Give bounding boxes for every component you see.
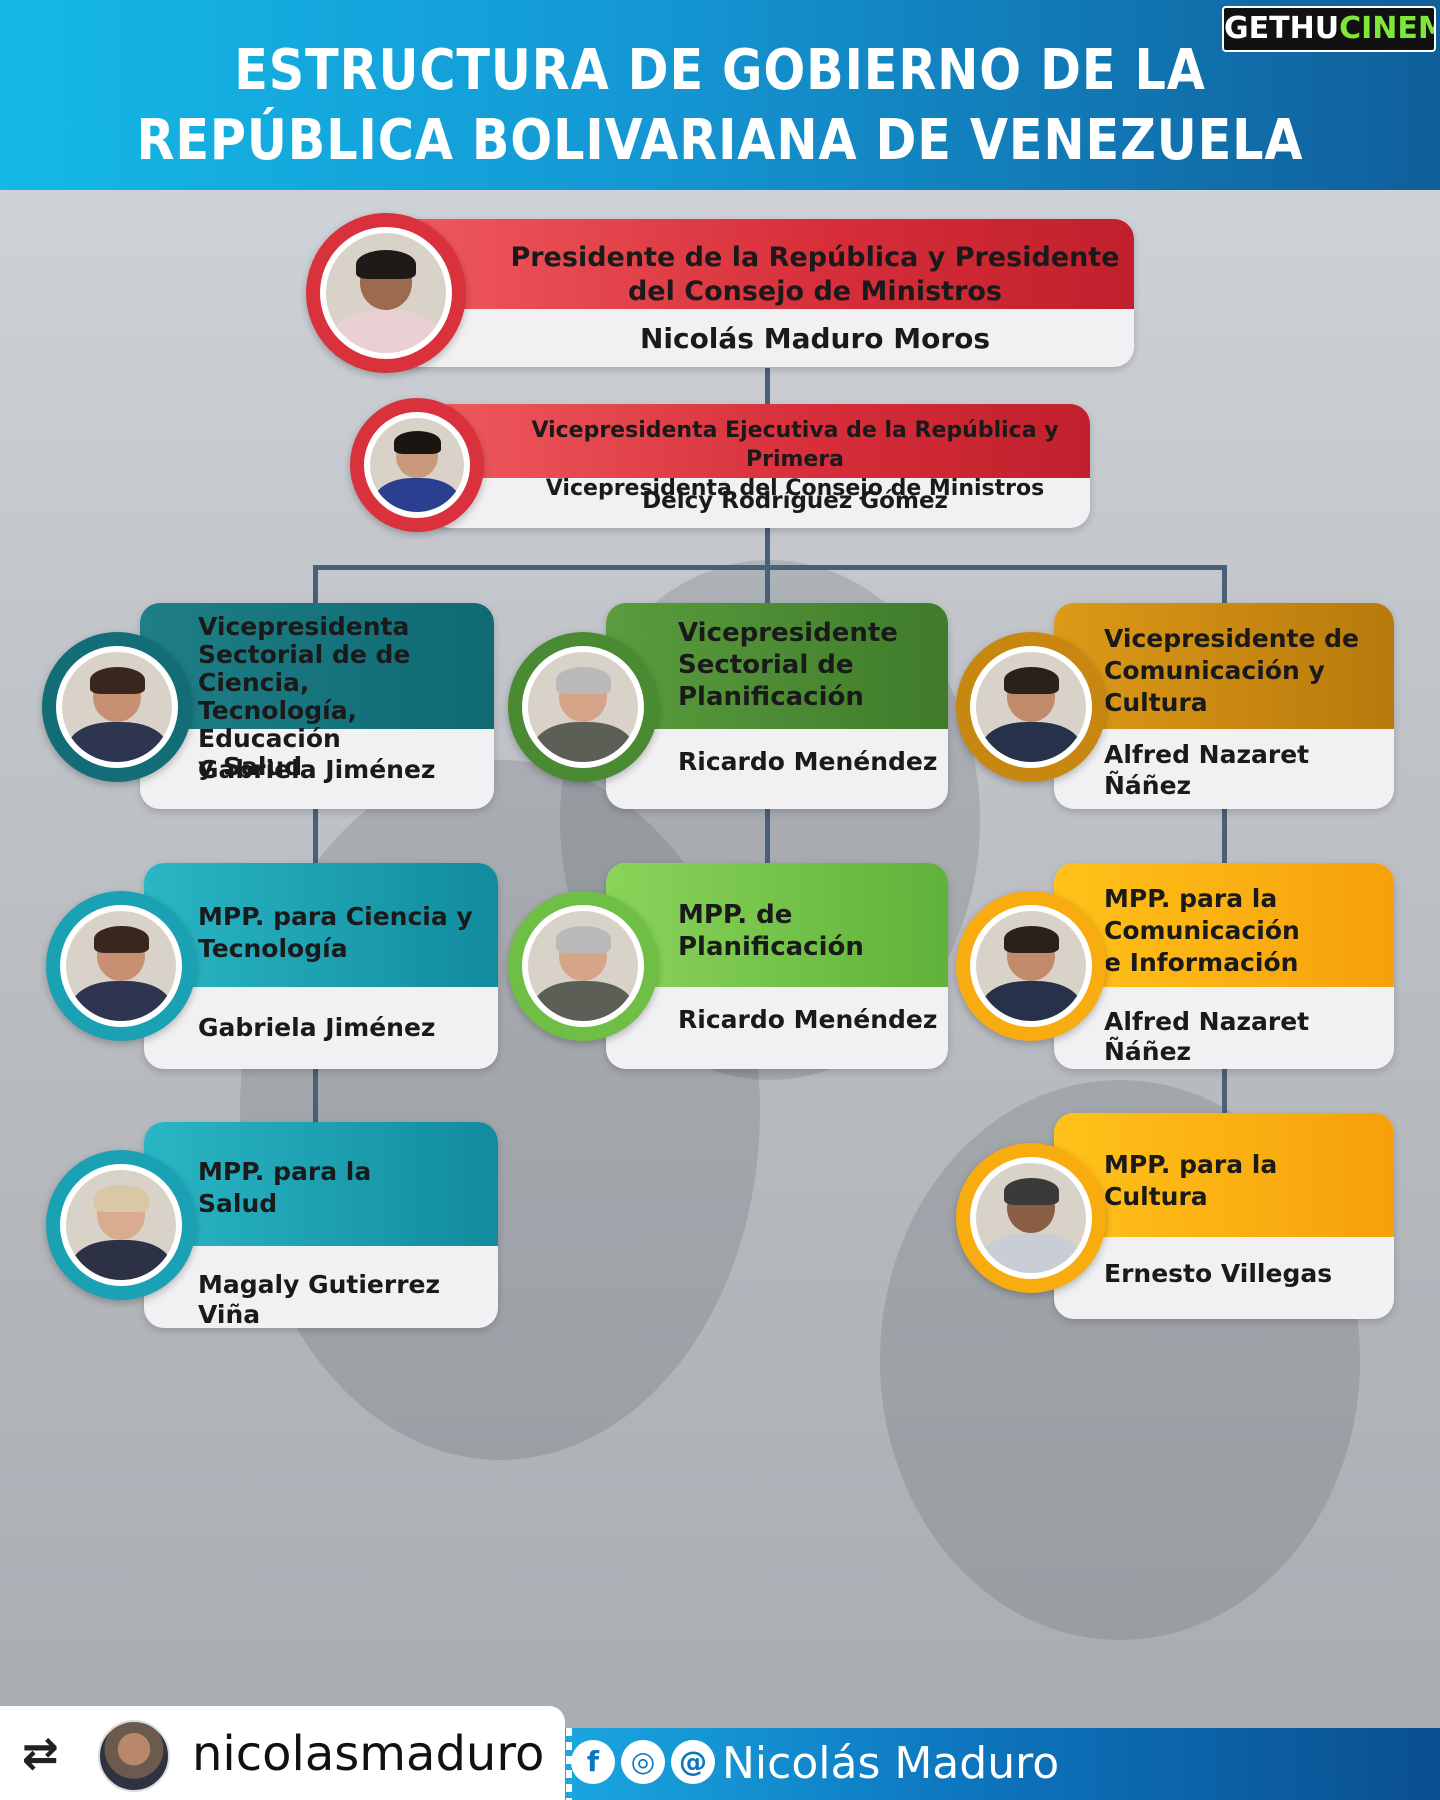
connector-line [1222,1067,1227,1115]
ministry-role: MPP. de [678,900,793,930]
ministry-name: Alfred Nazaret Ñáñez [1104,1007,1310,1066]
connector-line [1222,565,1227,605]
sector-role: Vicepresidente [678,618,898,648]
repost-icon[interactable]: ⇄ [22,1728,59,1779]
vice-president-photo [350,398,484,532]
avatar[interactable] [98,1720,170,1792]
president-photo [306,213,466,373]
ministry-culture-photo [956,1143,1106,1293]
connector-line [765,808,770,864]
sector-role: Sectorial de [678,650,854,680]
ministry-science-photo [46,891,196,1041]
connector-line [765,565,770,605]
title-line-1: ESTRUCTURA DE GOBIERNO DE LA [234,38,1206,103]
ministry-role: e Información [1104,948,1299,977]
ministry-role: MPP. para la [1104,884,1278,913]
ministry-role: MPP. para la [1104,1150,1278,1179]
ministry-role: Planificación [678,932,864,962]
ministry-role: Cultura [1104,1182,1208,1211]
page-title: ESTRUCTURA DE GOBIERNO DE LA REPÚBLICA B… [86,36,1353,176]
sector-role: y Salud [198,752,303,781]
vice-president-role: Vicepresidenta del Consejo de Ministros [545,476,1045,501]
ministry-culture-card: MPP. para la Cultura Ernesto Villegas [956,1113,1394,1319]
vice-president-name: Delcy Rodríguez Gómez [642,488,948,514]
ministry-health-card: MPP. para la Salud Magaly Gutierrez Viña [46,1122,498,1328]
divider [566,1728,572,1800]
instagram-icon[interactable]: ◎ [621,1740,665,1784]
sector-role: Comunicación y [1104,656,1325,685]
connector-line [313,565,1227,570]
sector-vp-planning-card: Vicepresidente Sectorial de Planificació… [508,603,948,811]
watermark-part-1: GETHU [1224,11,1340,46]
sector-name: Alfred Nazaret [1104,740,1310,769]
vice-president-card: Vicepresidenta Ejecutiva de la República… [350,398,1090,536]
connector-line [1222,808,1227,864]
president-name: Nicolás Maduro Moros [639,322,991,355]
sector-vp-communication-card: Vicepresidente de Comunicación y Cultura… [956,603,1394,811]
sector-role: Vicepresidenta [198,612,410,641]
sector-vp-planning-photo [508,632,658,782]
sector-role: Cultura [1104,688,1208,717]
vice-president-role: Vicepresidenta Ejecutiva de la República… [531,418,1059,472]
ministry-name: Magaly Gutierrez Viña [198,1270,441,1328]
facebook-icon[interactable]: f [571,1740,615,1784]
sector-role: Planificación [678,682,864,712]
sector-role: Vicepresidente de [1104,624,1359,653]
ministry-planning-photo [508,891,658,1041]
connector-line [313,1067,318,1124]
ministry-science-card: MPP. para Ciencia y Tecnología Gabriela … [46,863,498,1069]
ministry-role: MPP. para la [198,1157,372,1186]
ministry-communication-card: MPP. para la Comunicación e Información … [956,863,1394,1069]
sector-vp-communication-photo [956,632,1106,782]
sector-role: Tecnología, Educación [198,696,358,753]
ministry-role: Salud [198,1189,278,1218]
sector-name: Ricardo Menéndez [678,747,938,776]
connector-line [765,368,770,408]
title-line-2: REPÚBLICA BOLIVARIANA DE VENEZUELA [136,108,1304,173]
ministry-name: Gabriela Jiménez [198,1013,436,1042]
ministry-name: Ernesto Villegas [1104,1259,1333,1288]
username[interactable]: nicolasmaduro [192,1726,545,1782]
threads-icon[interactable]: @ [671,1740,715,1784]
social-bar: f ◎ @ Nicolás Maduro [565,1728,1440,1800]
president-role: del Consejo de Ministros [627,276,1003,307]
watermark-logo: GETHUCINEMA [1222,6,1436,52]
ministry-communication-photo [956,891,1106,1041]
sector-name: Ñáñez [1104,771,1192,800]
ministry-health-photo [46,1150,196,1300]
ministry-role: MPP. para Ciencia y [198,902,473,931]
connector-line [313,565,318,605]
connector-line [765,528,770,570]
ministry-role: Tecnología [198,934,348,963]
president-role: Presidente de la República y Presidente [510,242,1120,273]
ministry-planning-card: MPP. de Planificación Ricardo Menéndez [508,863,948,1069]
repost-bar: ⇄ nicolasmaduro [0,1706,565,1800]
sector-vp-science-card: Vicepresidenta Sectorial de de Ciencia, … [42,603,494,811]
header-banner: ESTRUCTURA DE GOBIERNO DE LA REPÚBLICA B… [0,0,1440,190]
sector-role: Sectorial de de Ciencia, [198,640,411,697]
ministry-role: Comunicación [1104,916,1300,945]
watermark-part-2: CINEMA [1339,11,1434,46]
sector-name: Gabriela Jiménez [198,755,436,784]
social-brand-name: Nicolás Maduro [722,1738,1060,1789]
president-card: Presidente de la República y Presidente … [306,213,1134,373]
ministry-name: Ricardo Menéndez [678,1005,938,1034]
connector-line [313,808,318,864]
sector-vp-science-photo [42,632,192,782]
